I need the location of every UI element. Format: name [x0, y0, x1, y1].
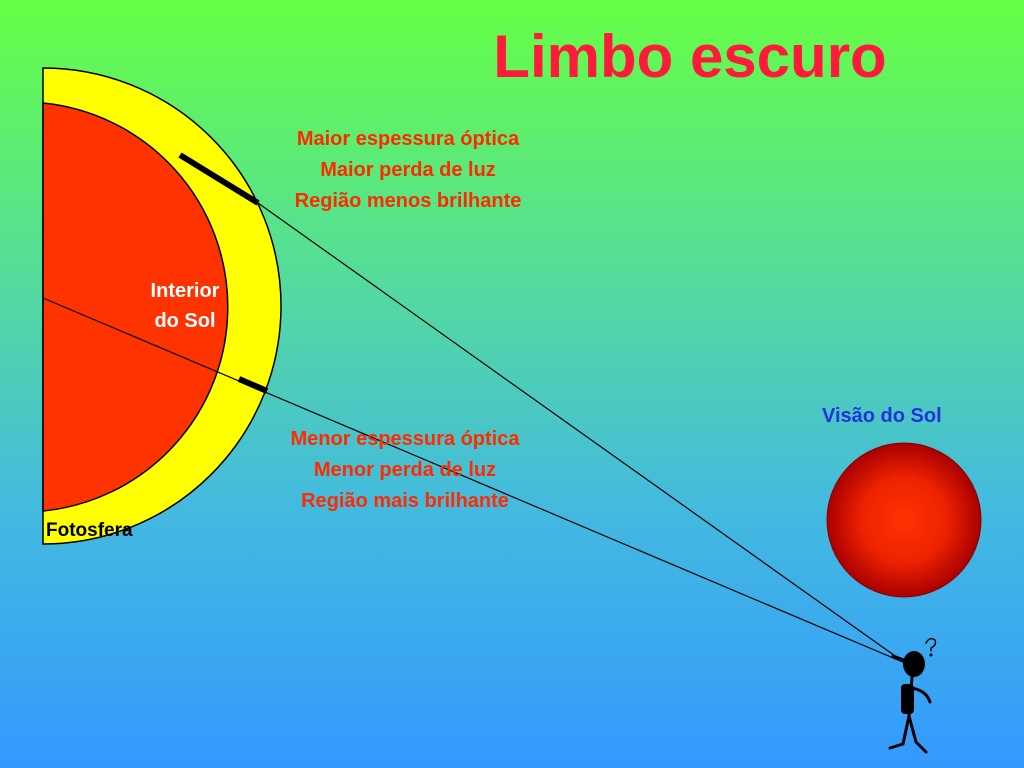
upper-sight-line	[257, 202, 906, 664]
upper-annotation: Maior espessura óptica Maior perda de lu…	[248, 124, 568, 217]
lower-annotation: Menor espessura óptica Menor perda de lu…	[245, 424, 565, 517]
lower-optical-path-segment	[237, 376, 269, 394]
solar-interior	[42, 102, 229, 512]
interior-label: Interior do Sol	[125, 276, 245, 336]
page-title: Limbo escuro	[493, 23, 887, 90]
upper-annotation-line: Maior perda de luz	[320, 159, 496, 181]
question-mark-icon	[925, 637, 937, 657]
upper-annotation-line: Maior espessura óptica	[296, 128, 520, 150]
lower-sight-line	[42, 297, 906, 664]
sun-view-disk	[826, 442, 982, 598]
sun-view-label: Visão do Sol	[822, 405, 942, 427]
thinking-stick-figure-icon	[888, 651, 932, 754]
lower-annotation-line: Menor espessura óptica	[290, 428, 520, 450]
lower-annotation-line: Menor perda de luz	[313, 459, 497, 481]
upper-optical-path-segment	[178, 152, 260, 206]
upper-annotation-line: Região menos brilhante	[294, 190, 522, 212]
photosphere-label: Fotosfera	[46, 520, 133, 541]
interior-label-line: Interior	[150, 280, 220, 302]
interior-label-line: do Sol	[154, 310, 216, 332]
lower-annotation-line: Região mais brilhante	[301, 490, 509, 512]
